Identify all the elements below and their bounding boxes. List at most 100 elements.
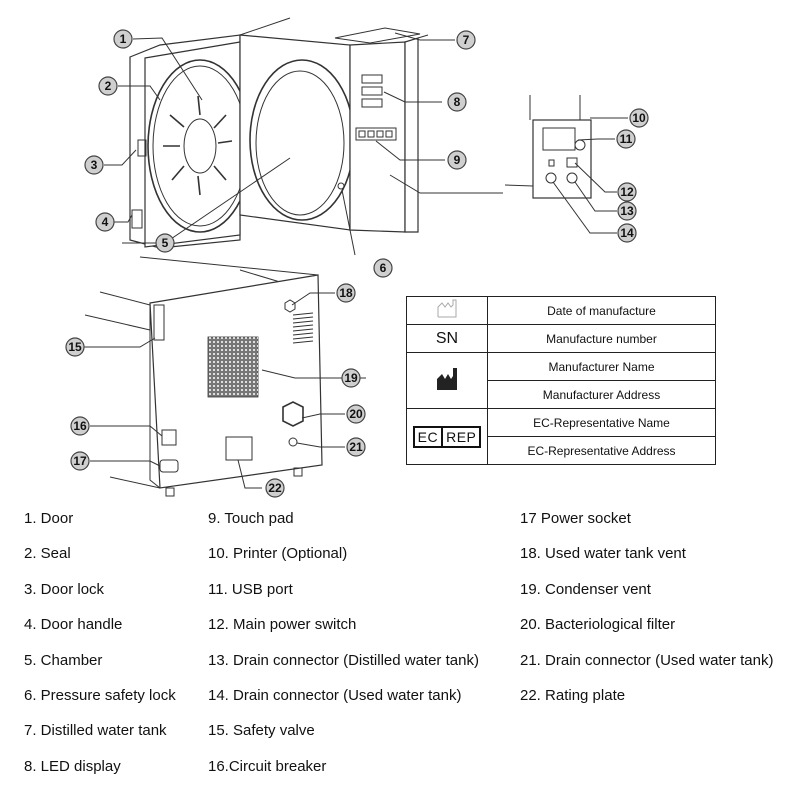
svg-text:4: 4 bbox=[102, 215, 109, 229]
svg-text:11: 11 bbox=[620, 132, 633, 146]
svg-text:8: 8 bbox=[454, 95, 461, 109]
symbol-label: Manufacturer Address bbox=[487, 380, 716, 409]
symbol-label: EC-Representative Address bbox=[487, 436, 716, 465]
svg-text:7: 7 bbox=[463, 33, 470, 47]
legend-item: 21. Drain connector (Used water tank) bbox=[520, 651, 774, 669]
table-row: SN Manufacture number bbox=[406, 324, 716, 353]
callout-17: 17 bbox=[70, 451, 90, 471]
legend-item: 12. Main power switch bbox=[208, 616, 357, 634]
pressure-safety-lock-shape bbox=[337, 182, 345, 190]
condenser-vent-grid bbox=[207, 336, 259, 398]
svg-text:22: 22 bbox=[268, 481, 282, 495]
touch-pad-shape bbox=[355, 127, 397, 141]
symbols-table: Date of manufacture SN Manufacture numbe… bbox=[406, 296, 716, 465]
legend-item: 19. Condenser vent bbox=[520, 580, 651, 598]
legend-item: 20. Bacteriological filter bbox=[520, 616, 676, 634]
svg-text:2: 2 bbox=[105, 79, 112, 93]
legend-item: 2. Seal bbox=[24, 545, 71, 563]
legend-item: 7. Distilled water tank bbox=[24, 722, 167, 740]
date-of-manufacture-icon bbox=[406, 296, 488, 325]
manufacturer-icon bbox=[406, 352, 488, 409]
callout-6: 6 bbox=[373, 258, 393, 278]
svg-text:14: 14 bbox=[620, 226, 634, 240]
bacteriological-filter-shape bbox=[282, 401, 304, 427]
led-display-1 bbox=[361, 74, 383, 84]
chamber-opening bbox=[255, 70, 345, 216]
callout-1: 1 bbox=[113, 29, 133, 49]
callout-13: 13 bbox=[617, 201, 637, 221]
table-row: Manufacturer Name bbox=[406, 352, 716, 409]
front-view bbox=[104, 17, 503, 286]
symbol-label: Date of manufacture bbox=[487, 296, 716, 325]
legend-item: 1. Door bbox=[24, 510, 74, 527]
callout-16: 16 bbox=[70, 416, 90, 436]
svg-text:6: 6 bbox=[380, 261, 387, 275]
callout-15: 15 bbox=[65, 337, 85, 357]
svg-text:13: 13 bbox=[620, 204, 634, 218]
legend-item: 10. Printer (Optional) bbox=[208, 545, 348, 563]
used-water-tank-vent-shape bbox=[284, 299, 296, 313]
callout-20: 20 bbox=[346, 404, 366, 424]
callout-8: 8 bbox=[447, 92, 467, 112]
door-handle-shape bbox=[131, 209, 143, 229]
side-detail bbox=[504, 95, 628, 234]
legend-item: 11. USB port bbox=[208, 580, 293, 598]
svg-text:19: 19 bbox=[344, 371, 358, 385]
led-display-3 bbox=[361, 98, 383, 108]
legend-item: 5. Chamber bbox=[24, 651, 103, 669]
svg-text:12: 12 bbox=[620, 185, 634, 199]
rear-view bbox=[82, 256, 366, 497]
svg-text:1: 1 bbox=[120, 32, 127, 46]
svg-text:3: 3 bbox=[91, 158, 98, 172]
legend-column-2: 9. Touch pad 10. Printer (Optional) 11. … bbox=[208, 508, 479, 791]
legend-item: 22. Rating plate bbox=[520, 686, 626, 704]
vent-slats bbox=[292, 312, 314, 344]
distilled-water-tank-lid bbox=[334, 27, 421, 44]
svg-text:21: 21 bbox=[349, 440, 363, 454]
callout-2: 2 bbox=[98, 76, 118, 96]
callout-18: 18 bbox=[336, 283, 356, 303]
callout-21: 21 bbox=[346, 437, 366, 457]
svg-text:16: 16 bbox=[73, 419, 87, 433]
legend-item: 13. Drain connector (Distilled water tan… bbox=[208, 651, 479, 669]
serial-number-symbol: SN bbox=[406, 324, 488, 353]
door-spokes bbox=[163, 95, 233, 196]
legend-item: 14. Drain connector (Used water tank) bbox=[208, 686, 462, 704]
svg-text:18: 18 bbox=[339, 286, 353, 300]
svg-text:20: 20 bbox=[349, 407, 363, 421]
svg-text:17: 17 bbox=[73, 454, 87, 468]
door-lock-shape bbox=[137, 139, 147, 157]
side-panel bbox=[532, 119, 592, 199]
callout-12: 12 bbox=[617, 182, 637, 202]
drain-connector-used-shape bbox=[566, 172, 578, 184]
printer-shape bbox=[542, 127, 576, 151]
svg-text:5: 5 bbox=[162, 236, 169, 250]
door-inner bbox=[144, 41, 241, 248]
callout-7: 7 bbox=[456, 30, 476, 50]
autoclave-diagram: 1 2 3 4 5 6 7 8 9 10 11 12 13 14 15 16 1… bbox=[65, 17, 649, 498]
power-switch-shape bbox=[566, 157, 578, 168]
callout-3: 3 bbox=[84, 155, 104, 175]
table-row: Manufacturer Address bbox=[407, 380, 716, 409]
callout-14: 14 bbox=[617, 223, 637, 243]
symbol-label: Manufacturer Name bbox=[487, 352, 716, 381]
legend-item: 9. Touch pad bbox=[208, 510, 294, 527]
legend-item: 15. Safety valve bbox=[208, 722, 315, 740]
legend-item: 17 Power socket bbox=[520, 510, 631, 527]
drain-connector-rear-shape bbox=[288, 437, 298, 447]
legend-column-3: 17 Power socket 18. Used water tank vent… bbox=[520, 508, 773, 720]
rating-plate-shape bbox=[225, 436, 253, 461]
led-display-2 bbox=[361, 86, 383, 96]
svg-text:9: 9 bbox=[454, 153, 461, 167]
callout-19: 19 bbox=[341, 368, 361, 388]
callout-4: 4 bbox=[95, 212, 115, 232]
legend-item: 8. LED display bbox=[24, 757, 121, 775]
legend-column-1: 1. Door 2. Seal 3. Door lock 4. Door han… bbox=[24, 508, 176, 791]
legend-item: 4. Door handle bbox=[24, 616, 123, 634]
safety-valve-shape bbox=[153, 304, 165, 341]
legend-item: 16.Circuit breaker bbox=[208, 757, 327, 775]
callout-11: 11 bbox=[616, 129, 636, 149]
table-row: EC-Representative Address bbox=[407, 436, 716, 465]
